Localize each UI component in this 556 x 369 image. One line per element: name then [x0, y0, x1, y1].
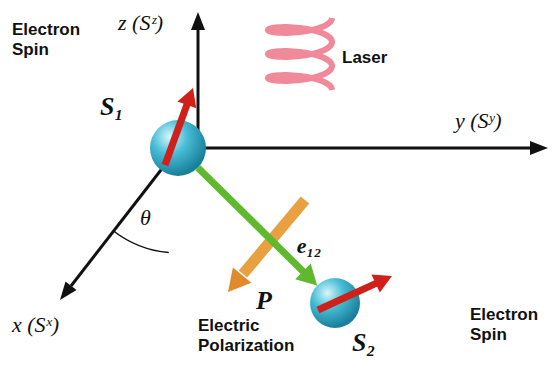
- spin-arrow-head: [177, 88, 196, 108]
- y-axis: [178, 141, 548, 155]
- connector-line: [198, 168, 304, 272]
- laser-helix-path: [268, 18, 332, 90]
- spin-symbol: S₂: [352, 328, 376, 358]
- spin-arrow-shaft: [165, 104, 187, 165]
- sphere-shape: [150, 120, 206, 176]
- spin-sphere: S₂Electron Spin: [310, 278, 360, 328]
- spin-caption: Electron Spin: [470, 305, 556, 345]
- polarization-caption: Electric Polarization: [198, 316, 328, 356]
- arrowhead: [295, 264, 317, 286]
- axis-label: x (Sˣ): [12, 312, 59, 338]
- edge-label: e₁₂: [295, 233, 324, 259]
- laser-helix: [268, 18, 332, 90]
- spin-arrow: [318, 274, 392, 310]
- spin-sphere: Electron SpinS₁: [150, 120, 206, 176]
- angle-arc: [114, 231, 169, 253]
- polarization-arrow: [228, 200, 305, 292]
- polarization-symbol: P: [256, 286, 272, 316]
- spin-arrow: [165, 88, 196, 165]
- unit-vector-arrow: [198, 168, 317, 286]
- spin-symbol: S₁: [100, 92, 124, 122]
- laser-label: Laser: [342, 48, 387, 68]
- angle-label: θ: [140, 205, 151, 231]
- x-axis: [60, 148, 178, 300]
- axis-label: y (Sʸ): [455, 108, 502, 134]
- spin-arrow-head: [371, 274, 392, 292]
- axis-label: z (Sᶻ): [118, 10, 163, 36]
- spin-caption: Electron Spin: [12, 20, 98, 60]
- spin-arrow-shaft: [318, 283, 377, 310]
- sphere-shape: [310, 278, 360, 328]
